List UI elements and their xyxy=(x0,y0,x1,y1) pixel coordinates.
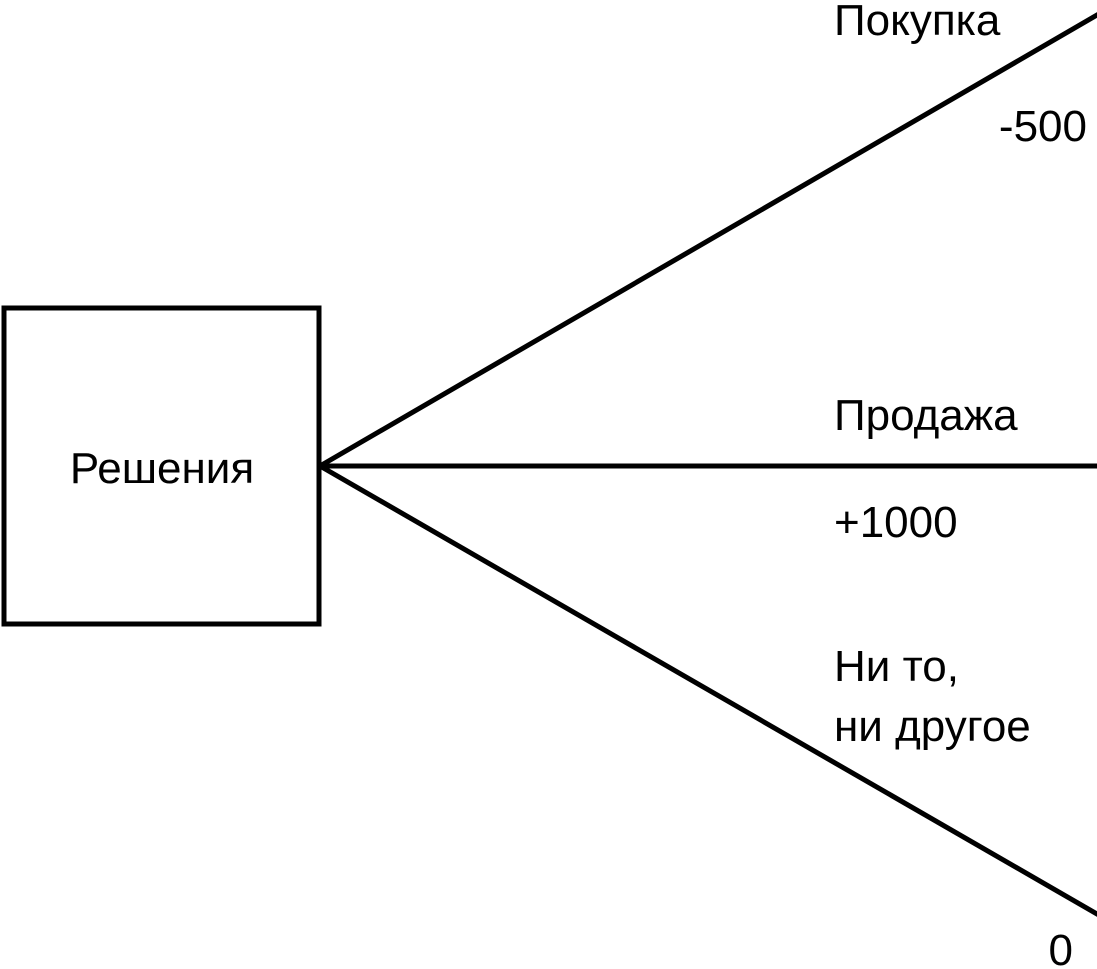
branch-label-neither-line1: Ни то, xyxy=(834,642,959,691)
branch-value-sell: +1000 xyxy=(834,498,958,547)
branch-value-buy: -500 xyxy=(999,102,1087,151)
branch-label-neither-line2: ни другое xyxy=(834,702,1031,751)
branch-value-neither: 0 xyxy=(1049,926,1073,969)
branch-label-buy: Покупка xyxy=(834,0,1001,45)
branch-line-neither xyxy=(316,462,1097,917)
branch-label-sell: Продажа xyxy=(834,391,1018,440)
branch-line-buy xyxy=(316,12,1097,470)
decision-node-label: Решения xyxy=(70,444,254,493)
